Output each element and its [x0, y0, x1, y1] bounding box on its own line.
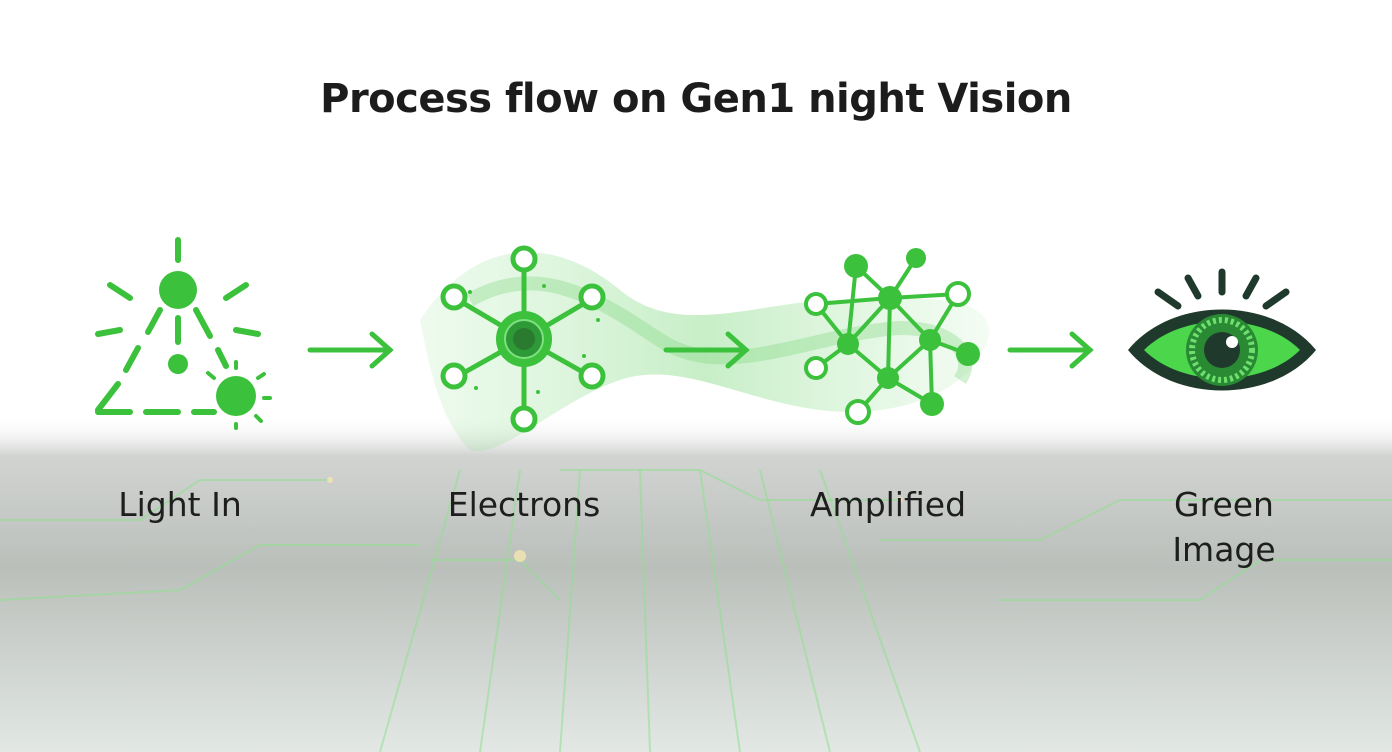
amplified-network-icon — [804, 248, 980, 425]
arrow-right-icon — [1007, 331, 1094, 369]
step-label-amplified: Amplified — [809, 485, 967, 524]
light-source-icon — [95, 237, 272, 430]
page-title: Process flow on Gen1 night Vision — [320, 76, 1072, 122]
step-label-electrons: Electrons — [447, 485, 601, 524]
arrow-right-icon — [663, 331, 750, 369]
arrow-right-icon — [307, 331, 394, 369]
eye-icon — [1128, 268, 1316, 391]
step-label-green-image: Green Image — [1172, 485, 1276, 569]
electron-network-icon — [440, 245, 606, 433]
step-label-light-in: Light In — [118, 485, 242, 524]
